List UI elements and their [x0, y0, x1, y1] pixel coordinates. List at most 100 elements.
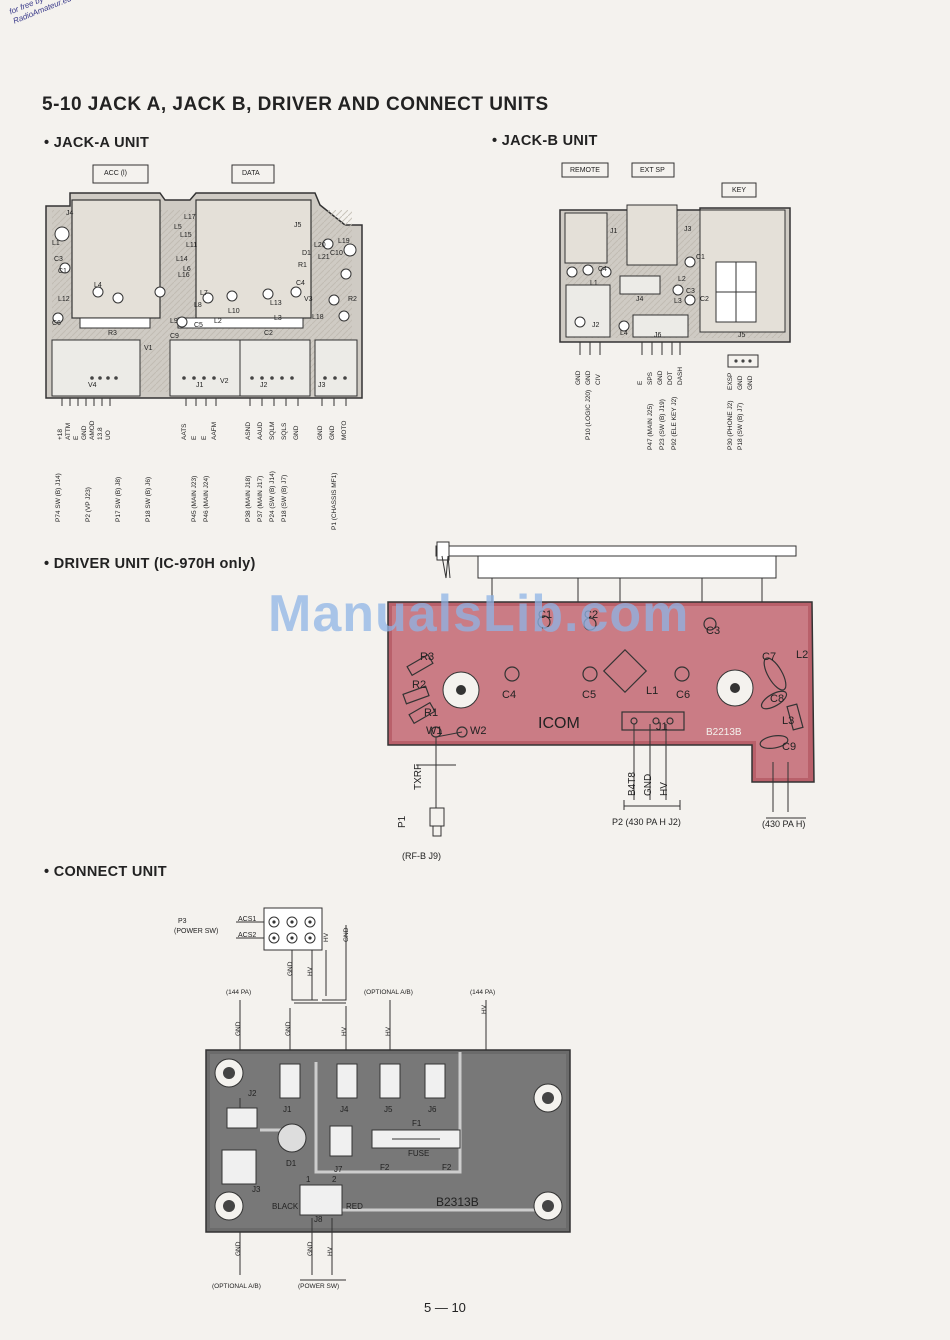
- page-number: 5 — 10: [424, 1300, 466, 1315]
- jack-b-part-label: C3: [686, 288, 695, 295]
- jack-b-part-label: J1: [610, 228, 618, 235]
- connect-part-label: D1: [286, 1159, 297, 1168]
- jack-a-j1-pin: E: [73, 435, 80, 440]
- connect-part-label: F2: [442, 1163, 452, 1172]
- jack-a-part-label: V2: [220, 378, 229, 385]
- jack-a-j3-dest: P24 (SW (B) J14): [269, 471, 276, 522]
- dest-144pa-right: (144 PA): [470, 989, 496, 996]
- dest-bottom-optional: (OPTIONAL A/B): [212, 1283, 261, 1290]
- ext-sp-label: EXT SP: [640, 167, 665, 174]
- p2-label: P2 (430 PA H J2): [612, 817, 681, 827]
- connect-part-label: 1: [306, 1175, 311, 1184]
- jack-a-part-label: C4: [296, 280, 305, 287]
- jack-a-part-label: V4: [88, 382, 97, 389]
- driver-part-label: R3: [420, 651, 435, 663]
- jack-a-j1-pin: AMOD: [89, 420, 96, 441]
- driver-part-label: J1: [656, 721, 668, 733]
- dest-144pa-left: (144 PA): [226, 989, 252, 996]
- jack-b-part-label: J5: [738, 332, 746, 339]
- rfb-label: (RF-B J9): [402, 851, 441, 861]
- jack-a-part-label: L4: [94, 282, 102, 289]
- driver-part-label: R1: [424, 707, 439, 719]
- connect-part-label: J3: [252, 1185, 261, 1194]
- jack-a-j1-dest: P17 SW (B) J8): [115, 476, 122, 522]
- jack-b-part-label: C2: [700, 296, 709, 303]
- jack-a-j3-pin: GND: [293, 425, 300, 440]
- connect-heading: • CONNECT UNIT: [44, 864, 167, 880]
- jack-b-j6-pin: E: [637, 380, 644, 385]
- driver-j1-pin: B4T8: [627, 772, 638, 796]
- driver-board-number: B2213B: [706, 727, 742, 738]
- txrf-label: TXRF: [413, 763, 424, 790]
- jack-a-part-label: J1: [196, 382, 204, 389]
- jack-a-part-label: C6: [52, 320, 61, 327]
- jack-a-j1-pin: 13.8: [97, 427, 104, 440]
- connect-pin: GND: [287, 961, 294, 976]
- dest-optional-ab: (OPTIONAL A/B): [364, 989, 413, 996]
- page-title: 5-10 JACK A, JACK B, DRIVER AND CONNECT …: [42, 94, 549, 115]
- jack-a-part-label: L13: [270, 300, 282, 307]
- jack-a-part-label: L12: [58, 296, 70, 303]
- connect-pin: GND: [343, 927, 350, 942]
- connect-wire-label: HV: [385, 1026, 392, 1036]
- watermark: ManualsLib.com: [268, 585, 690, 643]
- driver-part-label: L1: [646, 685, 659, 697]
- jack-a-j6-pin: GND: [329, 425, 336, 440]
- jack-a-j3-dest: P37 (MAIN J17): [257, 475, 264, 522]
- jack-a-j1-dest: P2 (VP J23): [85, 487, 92, 522]
- connect-part-label: J1: [283, 1105, 292, 1114]
- red-label: RED: [346, 1202, 363, 1211]
- jack-b-j6-dest: P92 (ELE KEY J2): [671, 396, 678, 450]
- driver-part-label: W2: [470, 725, 487, 737]
- jack-a-part-label: J4: [66, 210, 74, 217]
- jack-a-j1-pin: GND: [81, 425, 88, 440]
- jack-b-j4-pin: EXSP: [727, 372, 734, 390]
- jack-a-part-label: L14: [176, 256, 188, 263]
- driver-part-label: C4: [502, 689, 517, 701]
- driver-part-label: C2: [584, 609, 599, 621]
- connect-bottom-pin: GND: [307, 1241, 314, 1256]
- driver-part-label: C8: [770, 693, 785, 705]
- jack-a-part-label: L1: [52, 240, 60, 247]
- jack-b-part-label: L1: [590, 280, 598, 287]
- driver-j1-pin: HV: [659, 782, 670, 796]
- data-label: DATA: [242, 170, 260, 177]
- jack-b-part-label: J6: [654, 332, 662, 339]
- jack-a-j3-pin: AAUD: [257, 421, 264, 440]
- driver-part-label: R2: [412, 679, 427, 691]
- jack-b-j2-pin: GND: [575, 370, 582, 385]
- driver-part-label: C5: [582, 689, 597, 701]
- jack-b-j6-dest: P47 (MAIN J25): [647, 403, 654, 450]
- p3-sub-label: (POWER SW): [174, 928, 219, 935]
- driver-part-label: W1: [426, 725, 443, 737]
- connect-wire-label: HV: [481, 1004, 488, 1014]
- jack-b-part-label: C4: [598, 266, 607, 273]
- jack-a-part-label: L8: [194, 302, 202, 309]
- key-label: KEY: [732, 187, 747, 194]
- jack-b-part-label: C1: [696, 254, 705, 261]
- jack-a-part-label: L5: [174, 224, 182, 231]
- jack-b-part-label: J3: [684, 226, 692, 233]
- connect-bottom-pin: HV: [327, 1246, 334, 1256]
- jack-a-j2-pin: E: [191, 435, 198, 440]
- connect-board: [205, 907, 571, 1281]
- jack-a-j1-pin: UO: [105, 430, 112, 440]
- driver-j1-pin: GND: [643, 773, 654, 796]
- jack-a-part-label: L6: [183, 266, 191, 273]
- acs2-label: ACS2: [238, 932, 257, 939]
- jack-b-part-label: L2: [678, 276, 686, 283]
- remote-label: REMOTE: [570, 167, 600, 174]
- jack-b-j2-pin: GND: [585, 370, 592, 385]
- jack-b-j6-dest: P23 (SW (B) J19): [659, 399, 666, 450]
- jack-a-part-label: D1: [302, 250, 311, 257]
- jack-a-part-label: L7: [200, 290, 208, 297]
- jack-a-j2-dest: P46 (MAIN J24): [203, 475, 210, 522]
- jack-b-heading: • JACK-B UNIT: [492, 133, 598, 149]
- driver-heading: • DRIVER UNIT (IC-970H only): [44, 556, 256, 572]
- jack-a-board: [45, 164, 363, 406]
- jack-a-j3-pin: ASND: [245, 421, 252, 440]
- jack-b-j4-pin: GND: [737, 375, 744, 390]
- fuse-label: FUSE: [408, 1149, 430, 1158]
- jack-a-j6-pin: GND: [317, 425, 324, 440]
- jack-a-part-label: J3: [318, 382, 326, 389]
